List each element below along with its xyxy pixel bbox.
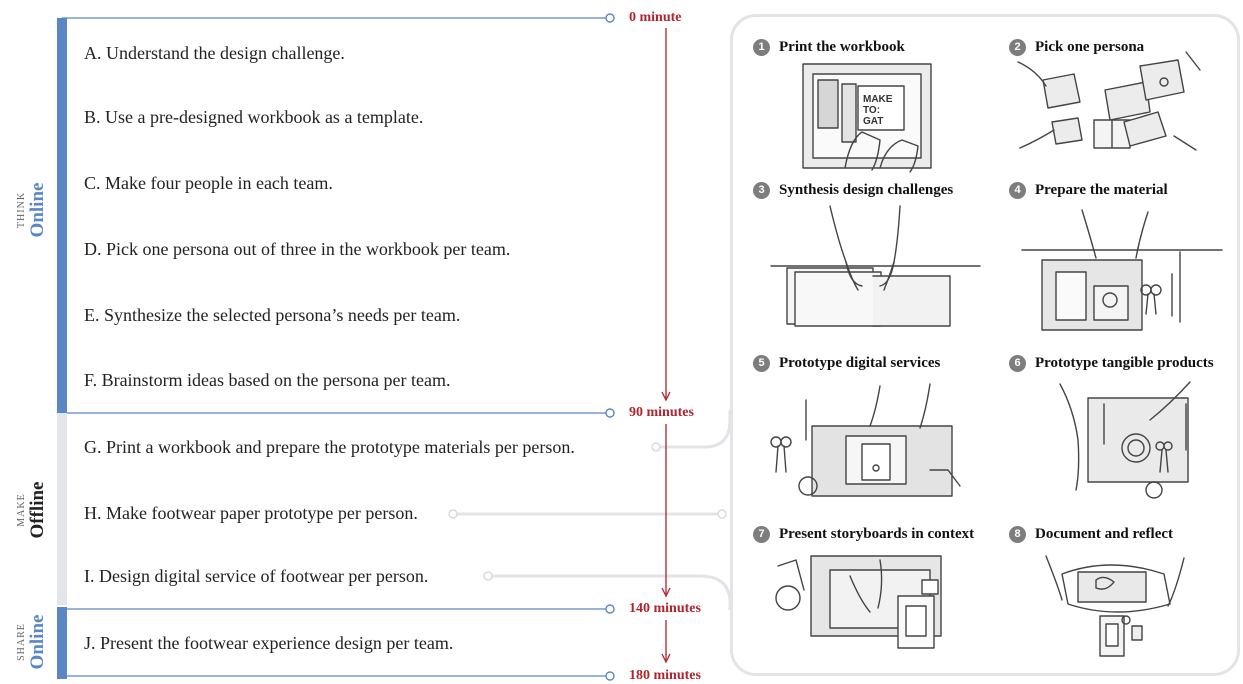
time-arrow-1-head: [661, 391, 671, 402]
activity-number-5: 5: [753, 355, 770, 372]
activity-text-6: Prototype tangible products: [1035, 355, 1214, 371]
step-e: E. Synthesize the selected persona’s nee…: [84, 305, 461, 325]
time-arrow-2-head: [661, 587, 671, 598]
activity-title-2: 2 Pick one persona: [1009, 38, 1144, 56]
connector-i: [492, 574, 732, 610]
activity-text-3: Synthesis design challenges: [779, 182, 954, 198]
time-label-90: 90 minutes: [629, 405, 694, 420]
dot-90min: [605, 408, 615, 418]
activity-number-7: 7: [753, 526, 770, 543]
step-f: F. Brainstorm ideas based on the persona…: [84, 370, 451, 390]
time-label-0: 0 minute: [629, 10, 682, 25]
connector-h-end: [717, 509, 727, 519]
connector-g: [660, 410, 732, 449]
activity-title-3: 3 Synthesis design challenges: [753, 181, 953, 199]
activity-number-6: 6: [1009, 355, 1026, 372]
activity-number-2: 2: [1009, 39, 1026, 56]
activity-number-8: 8: [1009, 526, 1026, 543]
activity-title-8: 8 Document and reflect: [1009, 525, 1173, 543]
activity-title-5: 5 Prototype digital services: [753, 354, 940, 372]
step-d: D. Pick one persona out of three in the …: [84, 239, 511, 259]
activity-text-7: Present storyboards in context: [779, 526, 975, 542]
step-a: A. Understand the design challenge.: [84, 43, 345, 63]
activity-number-4: 4: [1009, 182, 1026, 199]
storyboard-illustration: [775, 555, 942, 649]
synthesis-hands-illustration: [770, 205, 981, 327]
activity-text-4: Prepare the material: [1035, 182, 1168, 198]
dot-180min: [605, 671, 615, 681]
time-label-180: 180 minutes: [629, 668, 701, 683]
material-scissors-illustration: [1021, 209, 1223, 331]
workbook-text-3: GAT: [863, 116, 883, 127]
activity-title-1: 1 Print the workbook: [753, 38, 905, 56]
step-j: J. Present the footwear experience desig…: [84, 633, 454, 653]
workbook-text-2: TO:: [863, 105, 880, 116]
time-label-140: 140 minutes: [629, 601, 701, 616]
activity-text-2: Pick one persona: [1035, 39, 1145, 55]
step-g: G. Print a workbook and prepare the prot…: [84, 437, 575, 457]
phone-document-illustration: [1045, 555, 1185, 657]
activity-text-5: Prototype digital services: [779, 355, 941, 371]
activity-number-1: 1: [753, 39, 770, 56]
think-phase-bar: [57, 18, 67, 413]
step-h: H. Make footwear paper prototype per per…: [84, 503, 418, 523]
time-arrow-3-head: [661, 653, 671, 664]
connector-i-dot: [483, 571, 493, 581]
dot-140min: [605, 604, 615, 614]
share-phase-bar: [57, 607, 67, 679]
workbook-print-illustration: MAKE TO: GAT: [802, 63, 932, 173]
step-b: B. Use a pre-designed workbook as a temp…: [84, 107, 424, 127]
activity-title-7: 7 Present storyboards in context: [753, 525, 974, 543]
activity-text-1: Print the workbook: [779, 39, 905, 55]
connector-h-dot: [448, 509, 458, 519]
activity-text-8: Document and reflect: [1035, 526, 1174, 542]
activity-title-4: 4 Prepare the material: [1009, 181, 1168, 199]
activity-number-3: 3: [753, 182, 770, 199]
digital-prototype-illustration: [770, 383, 961, 497]
activity-title-6: 6 Prototype tangible products: [1009, 354, 1214, 372]
workbook-text: MAKE: [863, 94, 893, 105]
persona-cards-illustration: [1017, 51, 1201, 151]
connector-g-dot: [651, 442, 661, 452]
dot-0min: [605, 13, 615, 23]
step-c: C. Make four people in each team.: [84, 173, 333, 193]
make-phase-bar: [57, 413, 67, 605]
tangible-prototype-illustration: [1059, 381, 1191, 499]
step-i: I. Design digital service of footwear pe…: [84, 566, 429, 586]
